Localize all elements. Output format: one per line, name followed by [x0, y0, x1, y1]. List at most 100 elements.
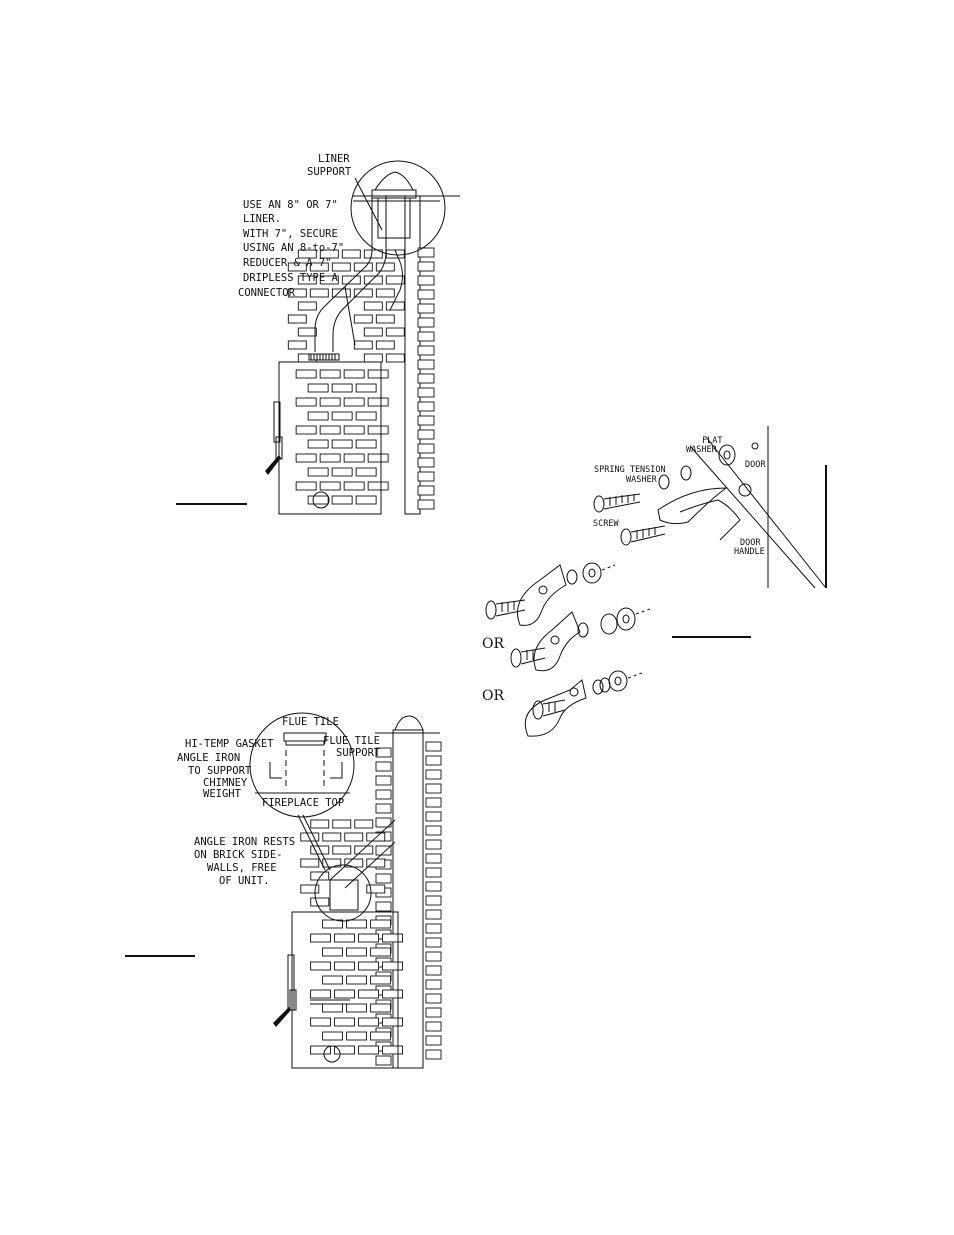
brick	[375, 262, 395, 272]
brick	[417, 471, 435, 482]
or-label: OR	[482, 636, 504, 652]
brick	[375, 775, 392, 786]
brick	[346, 1003, 368, 1013]
brick	[425, 979, 442, 990]
flue-tile-icon	[283, 732, 327, 742]
flat-washer-label: WASHER	[686, 445, 718, 455]
brick	[358, 961, 380, 971]
brick	[307, 411, 329, 421]
figure-door-handle: FLAT WASHER DOOR SPRING TENSION WASHER S…	[482, 426, 827, 737]
brick	[334, 1017, 356, 1027]
brick	[425, 965, 442, 976]
brick	[417, 303, 435, 314]
brick	[310, 961, 332, 971]
brick	[417, 401, 435, 412]
brick	[310, 897, 330, 907]
brick	[353, 262, 373, 272]
brick	[425, 839, 442, 850]
brick	[385, 353, 405, 363]
brick	[297, 275, 317, 285]
brick	[295, 425, 317, 435]
connector-grate	[308, 353, 340, 361]
brick	[310, 1045, 332, 1055]
brick	[375, 1055, 392, 1066]
brick	[331, 288, 351, 298]
flat-washer-icon	[718, 444, 736, 466]
brick	[295, 397, 317, 407]
brick	[353, 288, 373, 298]
detail-magnifier	[350, 160, 446, 256]
brick	[322, 1003, 344, 1013]
chimney-bricks	[417, 247, 435, 510]
brick	[417, 317, 435, 328]
brick	[346, 919, 368, 929]
brick	[309, 288, 329, 298]
brick	[295, 481, 317, 491]
flue-tile-support-label: SUPPORT	[336, 747, 381, 759]
brick	[417, 275, 435, 286]
screw-icon	[593, 493, 641, 513]
brick	[425, 909, 442, 920]
brick	[375, 817, 392, 828]
brick	[331, 495, 353, 505]
liner-pipe	[314, 196, 373, 352]
spring-washer-icon	[658, 474, 670, 490]
brick	[319, 453, 341, 463]
door-bolt-hole-icon	[751, 442, 759, 450]
brick	[425, 825, 442, 836]
brick	[319, 425, 341, 435]
brick	[425, 797, 442, 808]
brick	[425, 937, 442, 948]
brick	[331, 383, 353, 393]
brick	[425, 1021, 442, 1032]
brick	[354, 819, 374, 829]
brick	[417, 457, 435, 468]
brick	[319, 397, 341, 407]
spring-washer-label: SPRING TENSION	[594, 465, 666, 475]
spring-washer-icon	[680, 465, 692, 481]
brick	[319, 369, 341, 379]
brick	[366, 884, 386, 894]
angle-iron-rests-label: OF UNIT.	[219, 875, 270, 887]
door-handle-icon	[657, 487, 728, 525]
brick	[287, 288, 307, 298]
brick	[382, 961, 404, 971]
liner-note-line: USE AN 8" OR 7"	[243, 199, 338, 211]
brick	[425, 993, 442, 1004]
liner-note-line: REDUCER & A 7"	[243, 257, 332, 269]
brick	[385, 275, 405, 285]
svg-text:ANGLE IRON RESTS ON BRIC: ANGLE IRON RESTS ON BRICK SIDE- WALLS, F…	[194, 836, 301, 887]
door-handle-label: HANDLE	[734, 547, 765, 557]
brick	[425, 895, 442, 906]
svg-text:FLAT WASHER: FLAT WASHER	[686, 436, 728, 455]
fireplace-brick-body	[300, 819, 404, 1055]
alt-assembly-3	[524, 670, 643, 737]
brick	[295, 369, 317, 379]
brick	[310, 819, 330, 829]
brick	[417, 415, 435, 426]
brick	[417, 373, 435, 384]
brick	[297, 327, 317, 337]
brick	[358, 1045, 380, 1055]
brick	[307, 467, 329, 477]
brick	[382, 1017, 404, 1027]
brick	[417, 499, 435, 510]
svg-text:DOOR HANDLE: DOOR HANDLE	[734, 538, 766, 557]
flat-washer-label: FLAT	[702, 436, 722, 446]
brick	[358, 933, 380, 943]
brick	[425, 867, 442, 878]
detail-circle	[314, 864, 372, 922]
spring-washer-label: WASHER	[626, 475, 658, 485]
brick	[417, 387, 435, 398]
hi-temp-gasket-label: HI-TEMP GASKET	[185, 738, 274, 750]
fireplace-top-label: FIREPLACE TOP	[262, 797, 344, 809]
brick	[375, 789, 392, 800]
air-inlet-icon	[312, 491, 330, 509]
brick	[346, 1031, 368, 1041]
brick	[343, 453, 365, 463]
brick	[367, 397, 389, 407]
svg-text:ANGLE IRON TO SUPPORT: ANGLE IRON TO SUPPORT CHIMNEY WEIGHT	[177, 752, 258, 800]
brick	[370, 947, 392, 957]
angle-iron-rests-label: ON BRICK SIDE-	[194, 849, 283, 861]
